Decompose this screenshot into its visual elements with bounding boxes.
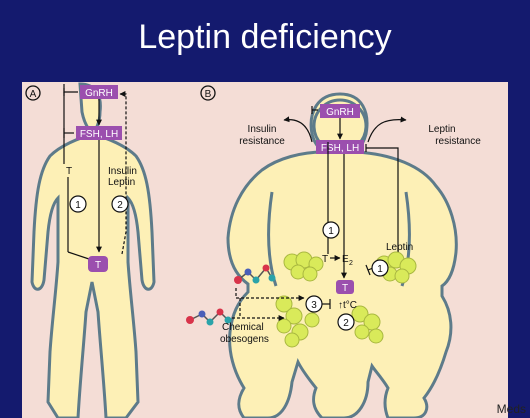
- panel-a-step1: 1: [75, 200, 81, 211]
- panel-b-testis-box: [336, 280, 354, 294]
- panel-b-insulin-resistance-arrow: [283, 116, 313, 143]
- panel-b-molecule-bottom: [186, 308, 232, 326]
- panel-b-step2-circle: [337, 313, 355, 331]
- panel-a-gnrh-label: GnRH: [85, 88, 113, 99]
- panel-a-letter-circle: [25, 85, 41, 101]
- slide-title: Leptin deficiency: [138, 18, 392, 56]
- panel-b-letter: B: [205, 89, 212, 100]
- panel-a-testis-label: T: [95, 260, 101, 271]
- panel-b: B GnRH FSH, LH Insulin resistance Leptin…: [186, 85, 481, 418]
- panel-b-fat-cluster-bottom-right: [351, 305, 384, 344]
- panel-a-step2: 2: [117, 200, 123, 211]
- panel-b-obesogen-dashed-1: [235, 288, 305, 301]
- panel-b-leptin: Leptin: [386, 242, 413, 253]
- panel-b-letter-circle: [200, 85, 216, 101]
- panel-b-chemical-2: obesogens: [220, 334, 269, 345]
- panel-b-step3: 3: [311, 300, 317, 311]
- panel-b-gnrh-label: GnRH: [326, 107, 354, 118]
- diagram-svg: A GnRH FSH, LH T 1 Insulin: [25, 82, 481, 418]
- panel-b-fat-cluster-left: [283, 251, 324, 282]
- panel-b-testis-label: T: [342, 283, 348, 294]
- panel-b-e-label: E: [342, 254, 349, 265]
- panel-b-leptin-resistance-arrow: [367, 116, 407, 143]
- panel-b-step1-circle: [322, 221, 340, 239]
- panel-b-insulin-resistance-2: resistance: [239, 136, 285, 147]
- panel-b-step2: 2: [343, 318, 349, 329]
- panel-b-leptin-path: [366, 147, 399, 262]
- panel-a-testis-box: [88, 256, 108, 272]
- panel-b-fsh-lh-label: FSH, LH: [321, 143, 359, 154]
- panel-a-insulin: Insulin: [108, 166, 137, 177]
- panel-a-inhibit-top: [63, 88, 78, 93]
- panel-a-fsh-lh-label: FSH, LH: [80, 129, 118, 140]
- panel-b-step1b: 1: [377, 264, 383, 275]
- panel-b-body-silhouette: [226, 92, 458, 418]
- panel-b-leptin-resistance-2: resistance: [435, 136, 481, 147]
- panel-a-step1-circle: [69, 195, 87, 213]
- panel-b-molecule-top: [234, 264, 276, 284]
- panel-a-dashed-leptin-path: [119, 91, 127, 255]
- panel-b-insulin-resistance-1: Insulin: [248, 124, 277, 135]
- panel-a-t-line-join: [67, 251, 93, 261]
- panel-b-step1b-circle: [371, 259, 389, 277]
- panel-a-leptin: Leptin: [108, 177, 135, 188]
- panel-a-letter: A: [30, 89, 37, 100]
- figure-panel: A GnRH FSH, LH T 1 Insulin: [22, 82, 508, 418]
- panel-b-e2-sub: 2: [349, 260, 353, 267]
- panel-b-inhibit-right-bar: [365, 264, 371, 276]
- panel-a-t-label: T: [66, 166, 72, 177]
- panel-a: A GnRH FSH, LH T 1 Insulin: [25, 82, 156, 418]
- watermark: Meds: [496, 402, 526, 416]
- panel-b-fat-cluster-bottom-left: [275, 295, 320, 348]
- panel-b-chemical-1: Chemical: [222, 322, 264, 333]
- panel-b-leptin-resistance-1: Leptin: [428, 124, 455, 135]
- panel-a-body-silhouette: [30, 82, 156, 418]
- panel-b-step1: 1: [328, 226, 334, 237]
- panel-a-step2-circle: [111, 195, 129, 213]
- panel-b-gnrh-box: [320, 104, 360, 118]
- panel-b-t-label: T: [322, 254, 328, 265]
- panel-a-gnrh-box: [80, 85, 118, 99]
- panel-b-temp: ↑t°C: [338, 300, 357, 311]
- panel-a-fsh-lh-box: [76, 126, 122, 140]
